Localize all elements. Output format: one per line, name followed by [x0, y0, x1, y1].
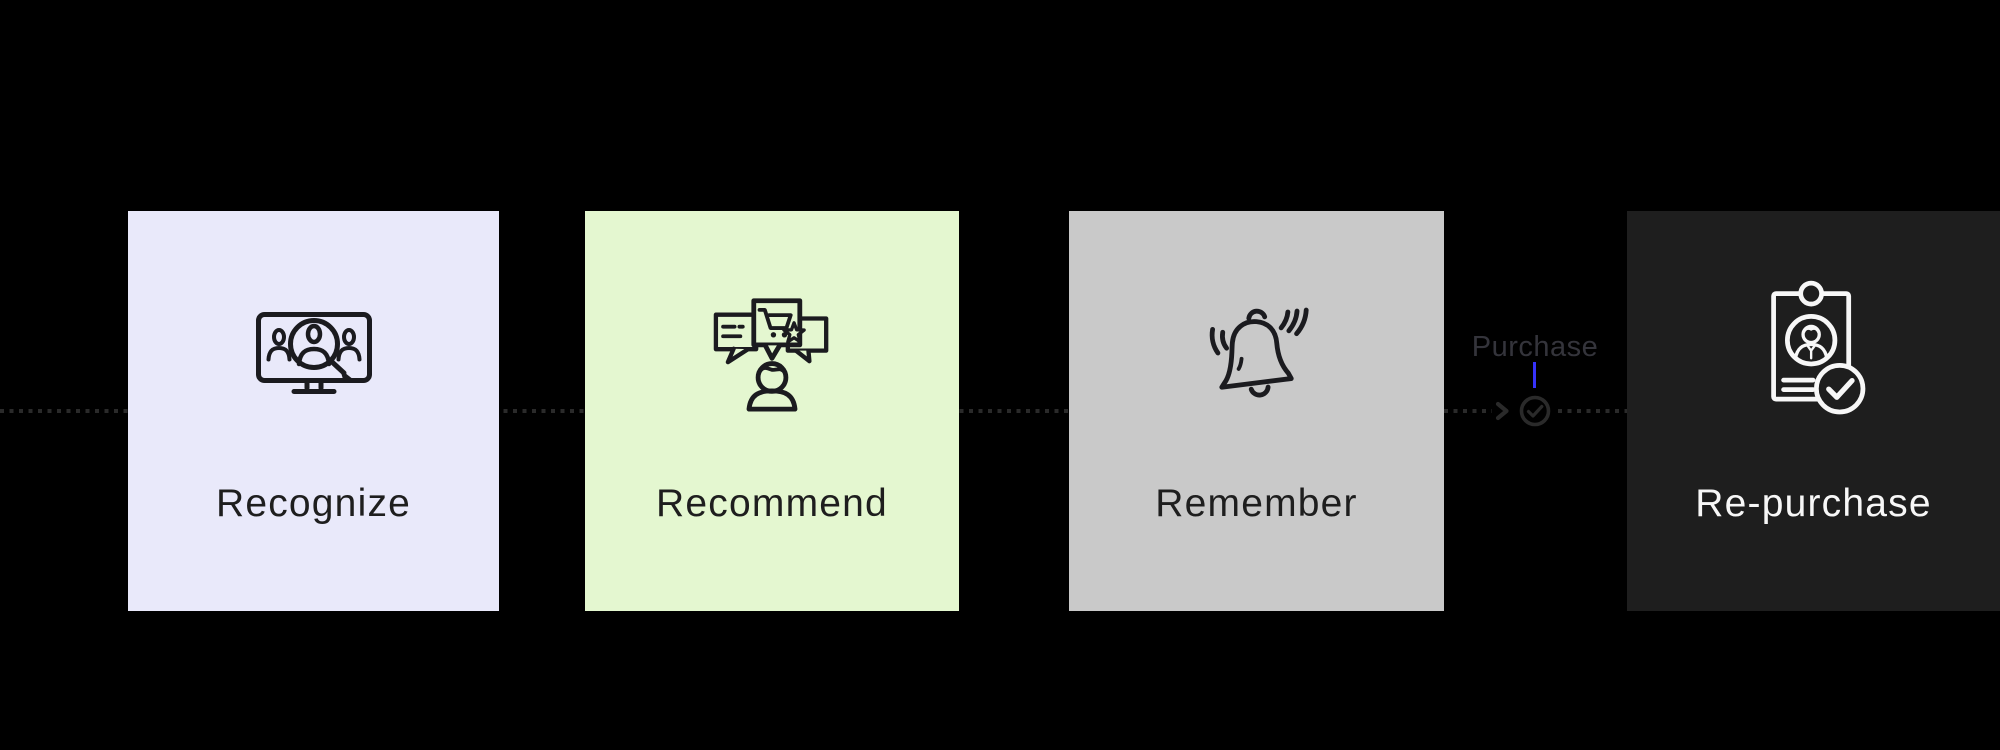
purchase-pointer-line	[1533, 362, 1536, 388]
purchase-milestone-label: Purchase	[1471, 331, 1599, 363]
stage-card-repurchase: Re-purchase	[1627, 211, 2000, 611]
customer-card-check-icon	[1763, 280, 1865, 421]
stage-label: Recommend	[656, 482, 888, 525]
recommendation-bubbles-icon	[713, 295, 831, 412]
ringing-bell-icon	[1200, 298, 1314, 408]
stage-label: Remember	[1155, 482, 1358, 525]
audience-search-monitor-icon	[255, 312, 372, 394]
journey-dotted-line	[0, 409, 2000, 413]
stage-card-recommend: Recommend	[585, 211, 959, 611]
stage-card-remember: Remember	[1069, 211, 1444, 611]
stage-card-recognize: Recognize	[128, 211, 499, 611]
stage-label: Recognize	[215, 482, 412, 525]
stage-label: Re-purchase	[1695, 482, 1932, 525]
chevron-right-icon	[1495, 401, 1510, 421]
check-circle-icon	[1518, 394, 1552, 428]
